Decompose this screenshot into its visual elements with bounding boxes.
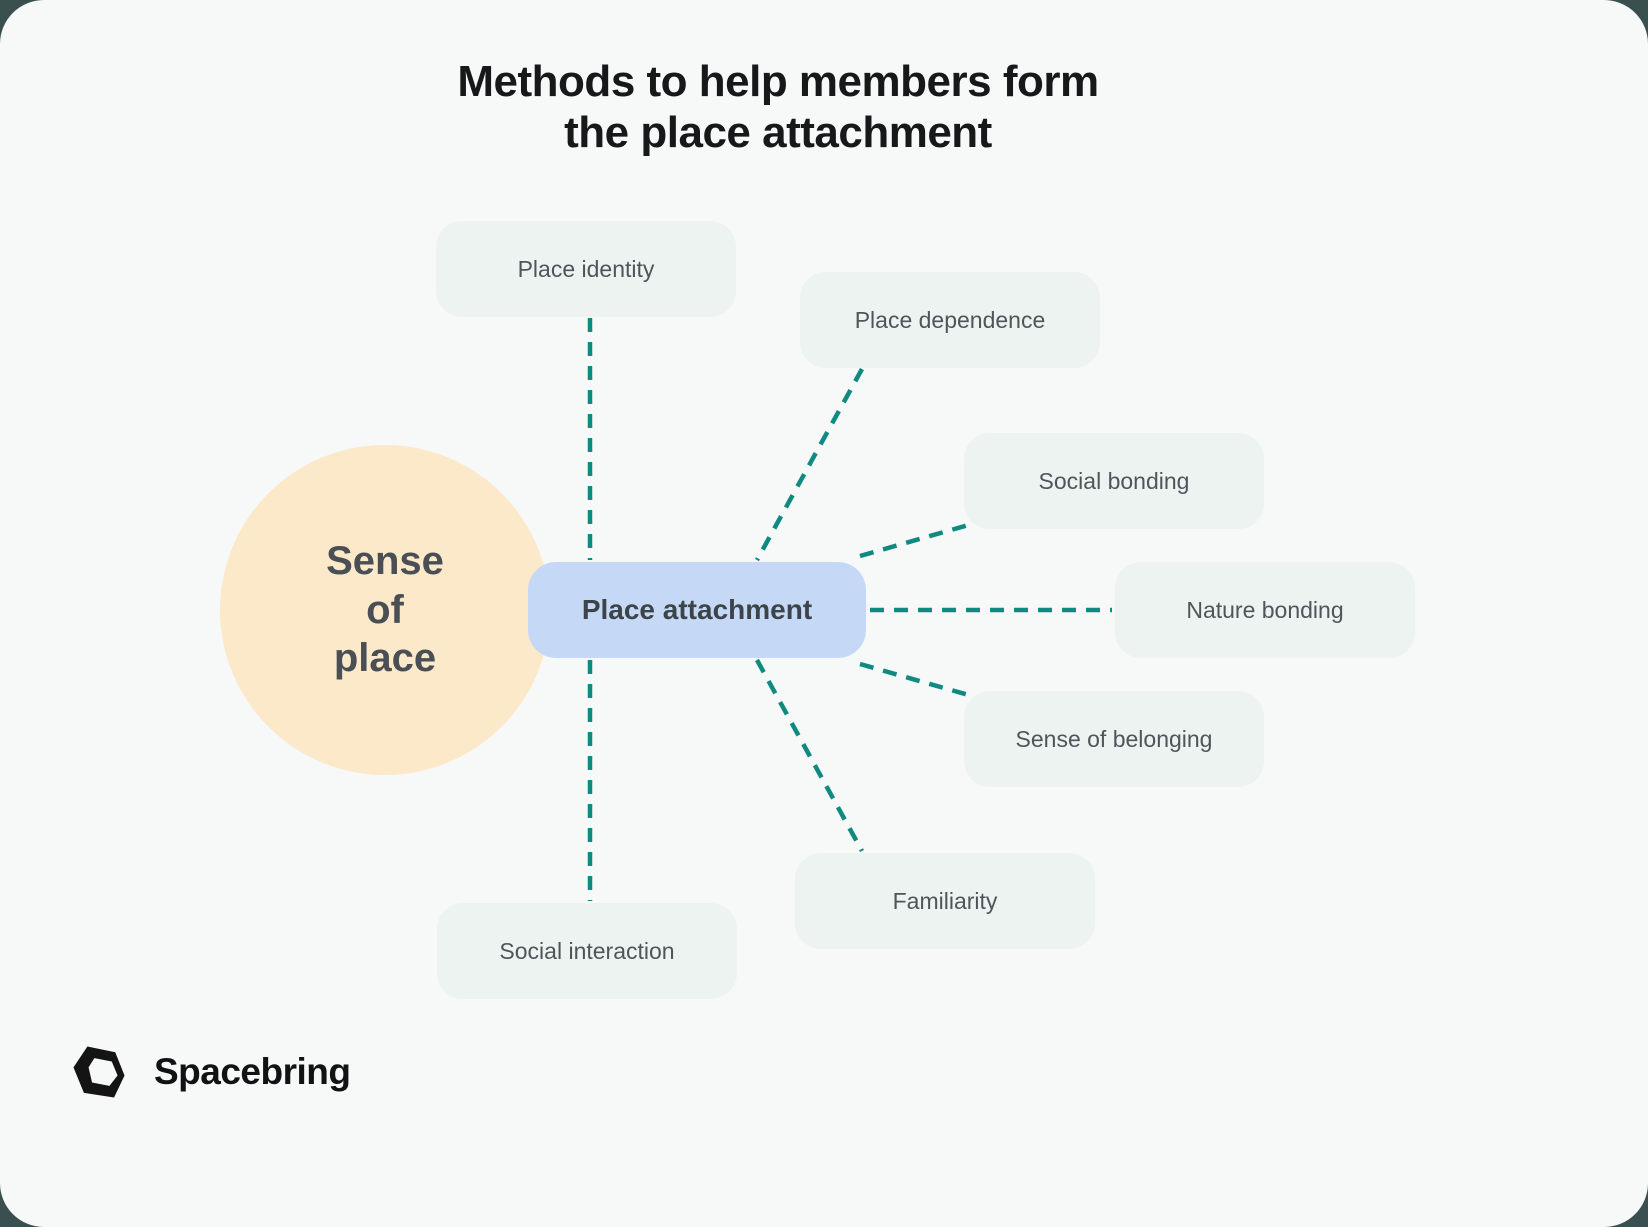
connector-familiarity — [755, 658, 864, 853]
brand-name: Spacebring — [154, 1051, 351, 1092]
node-label: Nature bonding — [1186, 596, 1344, 623]
node-nature-bonding: Nature bonding — [1115, 562, 1415, 658]
brand-footer: Spacebring — [70, 1043, 351, 1101]
node-social-bonding: Social bonding — [964, 433, 1264, 529]
page-title: Methods to help members form the place a… — [0, 56, 1648, 158]
connector-social-bonding — [859, 521, 973, 559]
center-node-label: Place attachment — [581, 594, 813, 625]
node-label: Social interaction — [499, 937, 675, 964]
page-title-line1: Methods to help members form — [457, 57, 1099, 106]
circle-line-1: Sense — [326, 538, 444, 583]
node-label: Place dependence — [854, 306, 1046, 333]
node-label: Place identity — [517, 255, 655, 282]
node-place-dependence: Place dependence — [800, 272, 1100, 368]
node-label: Sense of belonging — [1015, 725, 1213, 752]
node-place-identity: Place identity — [436, 221, 736, 317]
node-label: Familiarity — [892, 887, 998, 914]
circle-line-3: place — [333, 636, 437, 681]
spacebring-logo-icon — [73, 1046, 125, 1098]
connector-place-dependence — [755, 367, 864, 562]
sense-of-place-label: Sense of place — [326, 537, 444, 683]
page-title-line2: the place attachment — [564, 108, 992, 158]
node-place-attachment: Place attachment — [528, 562, 866, 658]
node-familiarity: Familiarity — [795, 853, 1095, 949]
sense-of-place-circle: Sense of place — [220, 445, 550, 775]
node-social-interaction: Social interaction — [437, 903, 737, 999]
node-sense-of-belonging: Sense of belonging — [964, 691, 1264, 787]
node-label: Social bonding — [1038, 467, 1190, 494]
circle-line-2: of — [366, 587, 404, 632]
connector-sense-of-belonging — [859, 661, 973, 699]
